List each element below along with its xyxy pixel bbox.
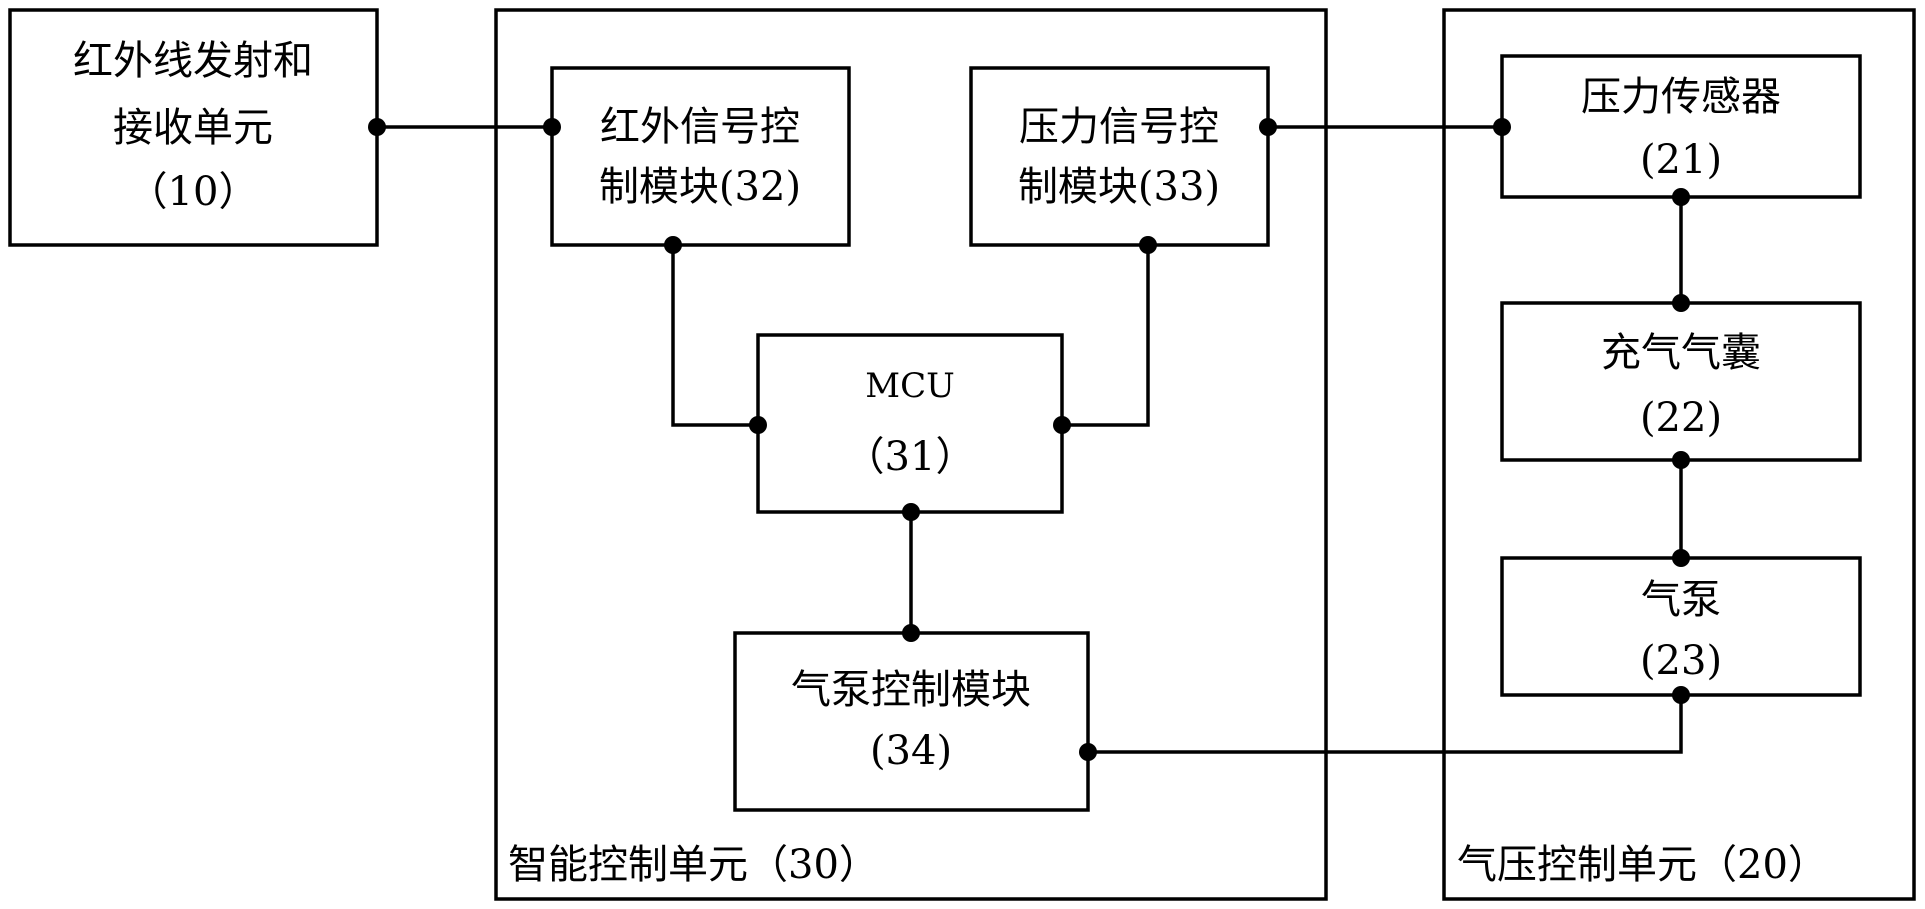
dot-pump-module-top [902,624,920,642]
mcu-box [758,335,1062,512]
ir-signal-control-module: 红外信号控 制模块(32) [552,68,849,245]
dot-airbag-bottom [1672,451,1690,469]
air-pump-line2: (23) [1640,638,1722,684]
mcu-number: （31） [845,434,976,480]
dot-mcu-right [1053,416,1071,434]
pressure-sensor-line2: (21) [1640,137,1722,183]
pressure-signal-control-module: 压力信号控 制模块(33) [971,68,1268,245]
dot-pump-bottom [1672,686,1690,704]
dot-airbag-top [1672,294,1690,312]
dot-sensor-bottom [1672,188,1690,206]
pressure-signal-control-module-line1: 压力信号控 [1019,104,1219,150]
dot-mcu-bottom [902,503,920,521]
pressure-sensor: 压力传感器 (21) [1502,56,1860,197]
ir-signal-control-module-line2: 制模块(32) [599,164,801,210]
air-pump-control-module-line1: 气泵控制模块 [791,667,1031,713]
ir-emit-receive-unit: 红外线发射和 接收单元 （10） [10,10,377,245]
pressure-signal-control-module-line2: 制模块(33) [1018,164,1220,210]
mcu-block: MCU （31） [758,335,1062,512]
inflatable-airbag-line2: (22) [1640,395,1722,441]
dot-pressure-module-right [1259,118,1277,136]
pressure-control-unit-label: 气压控制单元（20） [1457,842,1828,888]
ir-signal-control-module-line1: 红外信号控 [600,104,800,150]
dot-pressure-module-bottom [1139,236,1157,254]
dot-ir-module-left [543,118,561,136]
dot-ir-module-bottom [664,236,682,254]
inflatable-airbag-line1: 充气气囊 [1601,330,1761,376]
air-pump-control-module: 气泵控制模块 (34) [735,633,1088,810]
air-pump: 气泵 (23) [1502,558,1860,695]
ir-emit-receive-unit-line1: 红外线发射和 [73,38,313,84]
smart-control-unit-label: 智能控制单元（30） [508,842,879,888]
air-pump-control-module-line2: (34) [870,728,952,774]
air-pump-line1: 气泵 [1641,577,1721,623]
mcu-label: MCU [865,366,954,406]
dot-sensor-left [1493,118,1511,136]
ir-emit-receive-unit-line2: 接收单元 [113,105,273,151]
pressure-sensor-line1: 压力传感器 [1581,74,1781,120]
dot-pump-top [1672,549,1690,567]
ir-signal-control-module-box [552,68,849,245]
air-pump-control-module-box [735,633,1088,810]
dot-mcu-left [749,416,767,434]
inflatable-airbag: 充气气囊 (22) [1502,303,1860,460]
pressure-signal-control-module-box [971,68,1268,245]
dot-ir-unit-right [368,118,386,136]
dot-pump-module-right [1079,743,1097,761]
ir-emit-receive-unit-line3: （10） [128,169,259,215]
